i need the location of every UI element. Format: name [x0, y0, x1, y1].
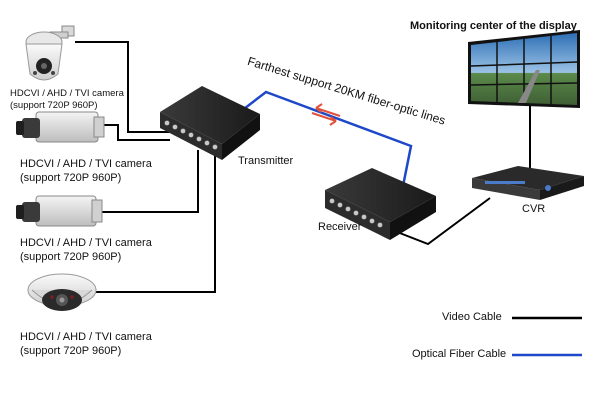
video-cable-bullet-1 — [98, 124, 170, 141]
camera-1-label-line1: HDCVI / AHD / TVI camera — [10, 88, 124, 99]
transmitter-label: Transmitter — [238, 155, 294, 167]
dome-camera-icon — [27, 273, 97, 311]
receiver-label: Receiver — [318, 221, 362, 233]
camera-4-label-line1: HDCVI / AHD / TVI camera — [20, 331, 152, 343]
video-cable-ptz — [75, 41, 175, 133]
video-wall-display-icon — [468, 30, 580, 108]
camera-4-label: HDCVI / AHD / TVI camera (support 720P 9… — [20, 330, 152, 358]
transmitter-device-icon — [160, 86, 260, 160]
cvr-recorder-icon — [472, 166, 584, 200]
camera-4-label-line2: (support 720P 960P) — [20, 345, 122, 357]
camera-3-label-line1: HDCVI / AHD / TVI camera — [20, 237, 152, 249]
monitoring-center-title: Monitoring center of the display — [410, 20, 577, 32]
camera-1-label: HDCVI / AHD / TVI camera (support 720P 9… — [10, 88, 124, 112]
camera-3-label: HDCVI / AHD / TVI camera (support 720P 9… — [20, 236, 152, 264]
video-cables — [75, 41, 531, 293]
legend-video-cable-label: Video Cable — [442, 311, 502, 323]
bullet-camera-icon — [16, 111, 105, 143]
video-cable-bullet-2 — [96, 150, 199, 213]
camera-3-label-line2: (support 720P 960P) — [20, 251, 122, 263]
fiber-optic-cable — [239, 90, 413, 187]
camera-2-label-line2: (support 720P 960P) — [20, 172, 122, 184]
camera-2-label-line1: HDCVI / AHD / TVI camera — [20, 158, 152, 170]
video-cable-receiver-cvr — [391, 197, 491, 246]
camera-2-label: HDCVI / AHD / TVI camera (support 720P 9… — [20, 157, 152, 185]
receiver-device-icon — [325, 168, 436, 240]
bidirectional-arrow-icon — [311, 103, 341, 126]
video-cable-dome — [96, 152, 216, 293]
cvr-label: CVR — [522, 203, 546, 215]
camera-1-label-line2: (support 720P 960P) — [10, 100, 98, 111]
legend-fiber-cable-label: Optical Fiber Cable — [412, 348, 507, 360]
bullet-camera-icon — [16, 195, 103, 227]
ptz-camera-icon — [25, 25, 75, 81]
